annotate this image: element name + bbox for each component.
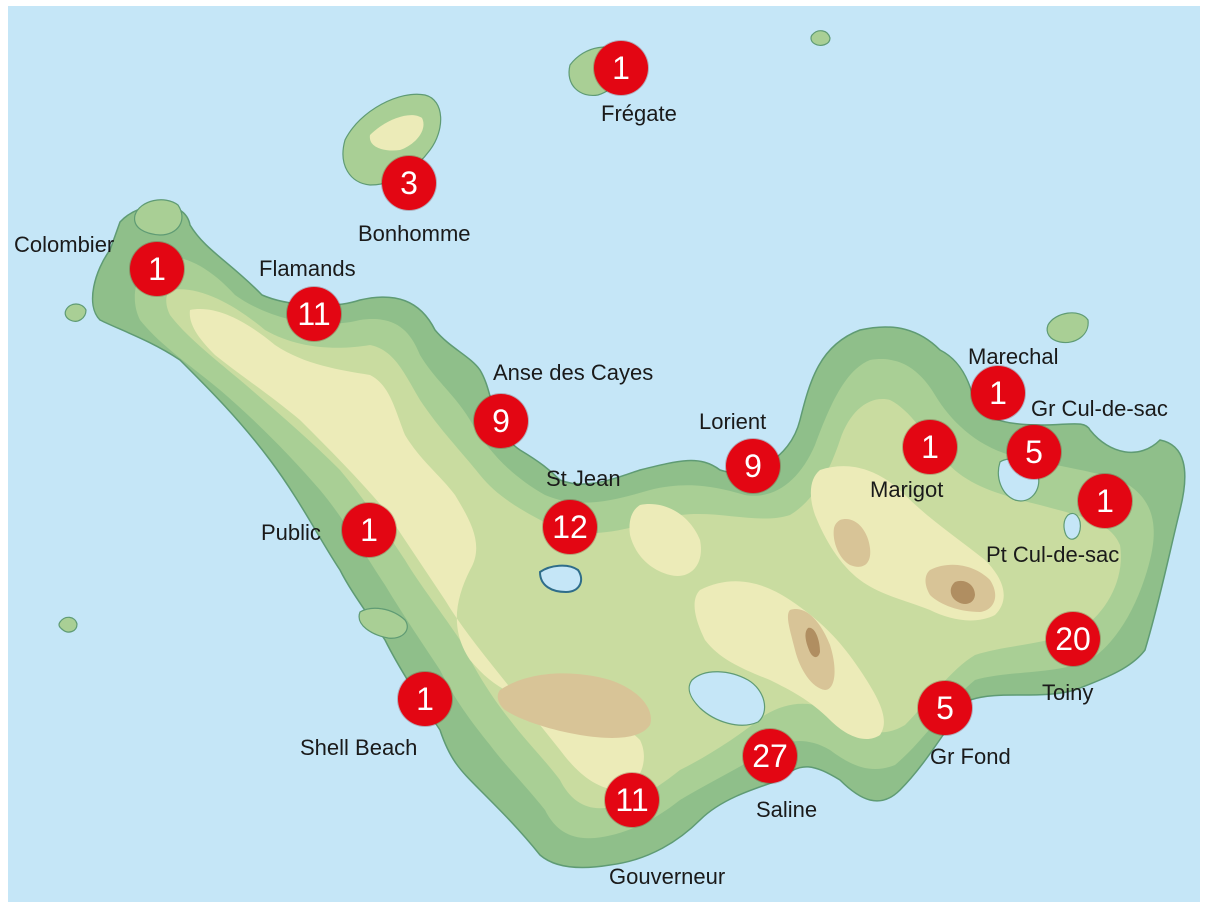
islet-east [1046, 312, 1089, 344]
place-label-colombier: Colombier [14, 232, 115, 257]
place-label-bonhomme: Bonhomme [358, 221, 471, 246]
count-marker-saline[interactable]: 27 [743, 729, 797, 783]
islet-far-southwest [58, 616, 78, 633]
island-colombier-islet [133, 199, 183, 236]
place-label-shell-beach: Shell Beach [300, 735, 418, 760]
place-label-fregate: Frégate [601, 101, 677, 126]
lagoon-pt-cul-de-sac [1063, 512, 1081, 540]
count-marker-colombier[interactable]: 1 [130, 242, 184, 296]
count-marker-lorient[interactable]: 9 [726, 439, 780, 493]
island-bonhomme-upland [369, 115, 424, 151]
place-label-public: Public [261, 520, 321, 545]
count-marker-gr-cul-de-sac[interactable]: 5 [1007, 425, 1061, 479]
count-marker-anse-des-cayes[interactable]: 9 [474, 394, 528, 448]
count-marker-marigot[interactable]: 1 [903, 420, 957, 474]
lagoon-st-jean [538, 564, 583, 594]
islet-northeast [810, 30, 831, 46]
main-island-highland [497, 519, 996, 738]
place-label-gr-fond: Gr Fond [930, 744, 1011, 769]
place-label-lorient: Lorient [699, 409, 767, 434]
count-marker-gouverneur[interactable]: 11 [605, 773, 659, 827]
count-marker-flamands[interactable]: 11 [287, 287, 341, 341]
count-marker-pt-cul-de-sac[interactable]: 1 [1078, 474, 1132, 528]
count-marker-st-jean[interactable]: 12 [543, 500, 597, 554]
count-marker-gr-fond[interactable]: 5 [918, 681, 972, 735]
main-island-peak [805, 580, 975, 658]
place-label-pt-cul-de-sac: Pt Cul-de-sac [986, 542, 1120, 567]
count-marker-shell-beach[interactable]: 1 [398, 672, 452, 726]
main-island-upland [189, 309, 1004, 790]
count-marker-fregate[interactable]: 1 [594, 41, 648, 95]
place-label-gouverneur: Gouverneur [609, 864, 726, 889]
place-label-marigot: Marigot [870, 477, 944, 502]
count-marker-bonhomme[interactable]: 3 [382, 156, 436, 210]
count-marker-toiny[interactable]: 20 [1046, 612, 1100, 666]
place-label-st-jean: St Jean [546, 466, 621, 491]
place-label-saline: Saline [756, 797, 818, 822]
place-label-flamands: Flamands [259, 256, 356, 281]
place-label-gr-cul-de-sac: Gr Cul-de-sac [1031, 396, 1168, 421]
count-marker-marechal[interactable]: 1 [971, 366, 1025, 420]
place-label-marechal: Marechal [968, 344, 1059, 369]
place-label-toiny: Toiny [1042, 680, 1094, 705]
count-marker-public[interactable]: 1 [342, 503, 396, 557]
place-label-anse-des-cayes: Anse des Cayes [493, 360, 654, 385]
islet-west [64, 303, 87, 322]
lagoon-saline [688, 671, 766, 726]
islet-southwest [358, 607, 408, 639]
